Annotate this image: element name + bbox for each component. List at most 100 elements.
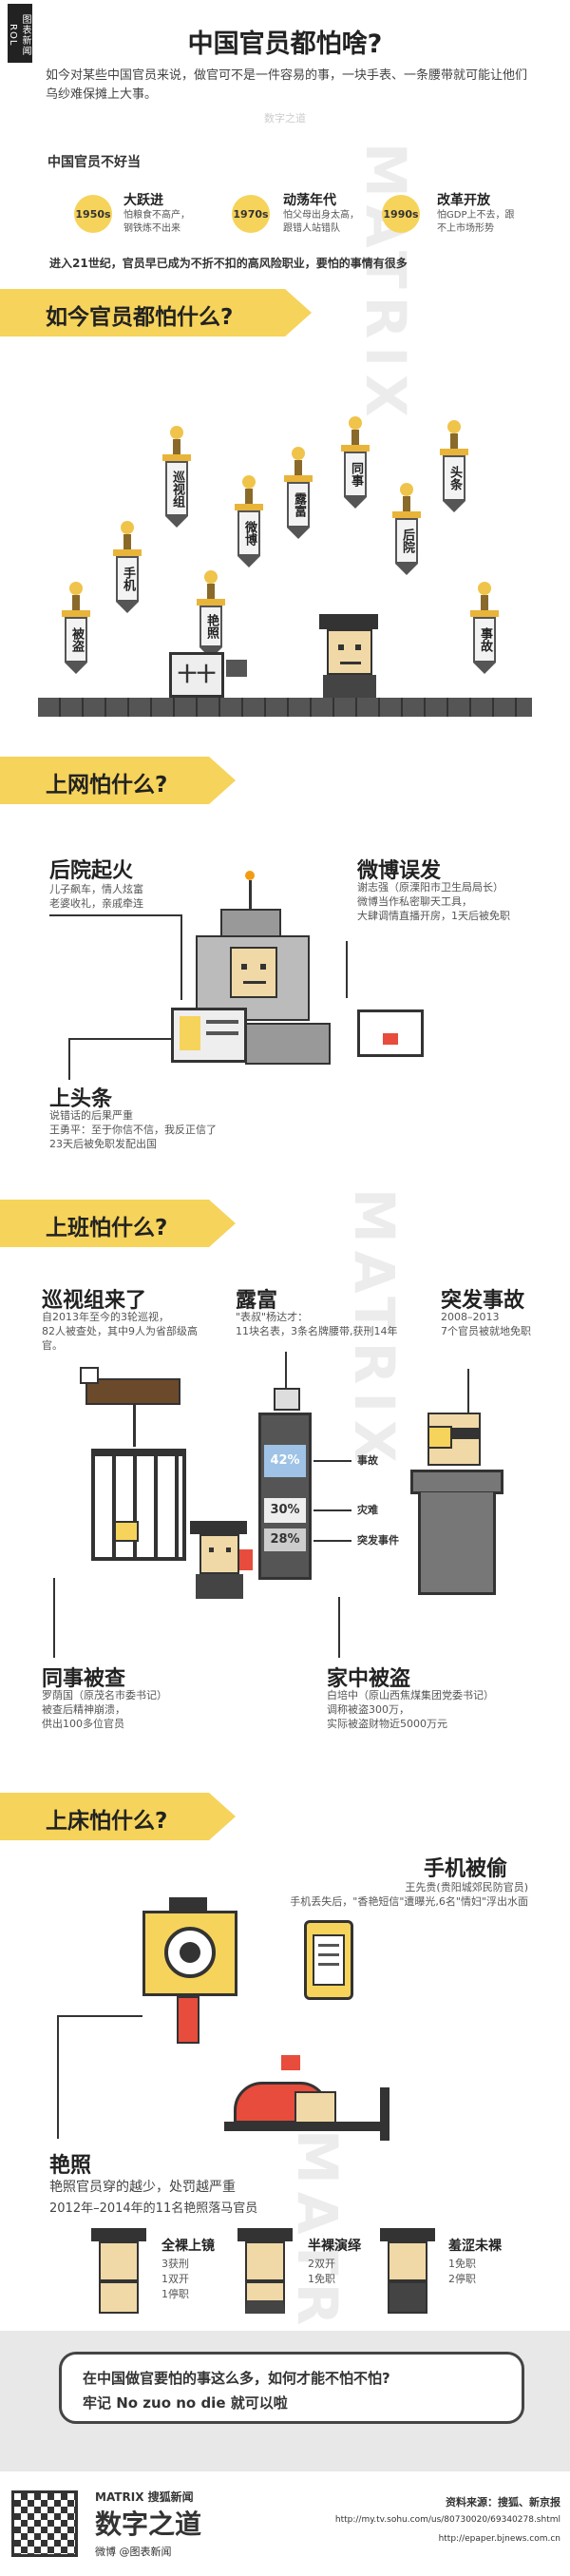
- official-body-half: [245, 2281, 285, 2314]
- sword-xunshizu: 巡视组: [162, 426, 192, 528]
- leader-tufa: [314, 1540, 352, 1542]
- official-face: [388, 2241, 428, 2281]
- item-phone-title: 手机被偷: [424, 1857, 508, 1881]
- sword-beidao: 被盗: [61, 582, 91, 674]
- laptop-icon: [171, 1008, 247, 1063]
- era-desc: 怕父母出身太高，跟错人站错队: [283, 210, 359, 234]
- fuse: [249, 880, 252, 909]
- chain: [133, 1405, 136, 1447]
- sources-label: 资料来源：搜狐、新京报: [446, 2496, 560, 2509]
- official-2-line: 1免职: [308, 2273, 335, 2285]
- section3-band: 上班怕什么?: [0, 1200, 209, 1247]
- crate-arm: [226, 660, 247, 677]
- official-body: [196, 1574, 243, 1599]
- era-desc: 怕粮食不高产，钢铁炼不出来: [124, 210, 190, 234]
- official-body: [323, 675, 376, 698]
- item-beidao-desc: 白培中（原山西焦煤集团党委书记） 调称被盗300万， 实际被盗财物近5000万元: [327, 1689, 494, 1730]
- item-weibo-title: 微博误发: [357, 859, 442, 883]
- item-toutiao-desc: 说错话的后果严重 王勇平：至于你信不信，我反正信了 23天后被免职发配出国: [49, 1109, 217, 1150]
- official-body-clothed: [388, 2281, 428, 2314]
- item-toutiao-title: 上头条: [49, 1087, 113, 1111]
- item-weibo-desc: 谢志强（原溧阳市卫生局局长） 微博当作私密聊天工具， 大肆调情直播开房，1天后被…: [357, 881, 510, 922]
- pipe-body: [418, 1492, 496, 1595]
- connector-toutiao: [68, 1038, 173, 1040]
- official-3-title: 羞涩未裸: [448, 2239, 502, 2254]
- era-desc: 怕GDP上不去，跟不上市场形势: [437, 210, 515, 234]
- item-beidao-title: 家中被盗: [327, 1667, 411, 1691]
- bed-headboard: [380, 2087, 390, 2141]
- camera-tongue-icon: [177, 1996, 200, 2044]
- watermark-matrix-1: MATRIX: [353, 143, 418, 425]
- connector-houyuan: [49, 914, 182, 916]
- section2-band: 上网怕什么?: [0, 757, 209, 804]
- era-title: 改革开放: [437, 193, 490, 208]
- item-phone-desc: 王先贵(贵阳城郊民防官员) 手机丢失后，"香艳短信"遭曝光,6名"情妇"浮出水面: [290, 1881, 528, 1908]
- official-1-line: 1双开: [162, 2273, 189, 2285]
- weibo-handle: 微博 @图表新闻: [95, 2546, 172, 2558]
- official-face: [327, 629, 372, 675]
- bed-frame: [224, 2122, 386, 2131]
- item-lufu-desc: "表叔"杨达才： 11块名表，3条名牌腰带,获刑14年: [236, 1311, 398, 1337]
- item-shigu-title: 突发事故: [441, 1289, 525, 1313]
- header-watermark: 数字之道: [264, 112, 306, 125]
- connector-tongshi: [53, 1578, 55, 1658]
- gauge-label-tufa: 突发事件: [357, 1534, 399, 1547]
- official-1-line: 3获刑: [162, 2258, 189, 2270]
- fuse-spark-icon: [245, 871, 255, 880]
- connector-photo: [57, 2015, 59, 2139]
- source-url-2[interactable]: http://epaper.bjnews.com.cn: [438, 2534, 560, 2544]
- era-circle-1970s: 1970s: [232, 195, 270, 233]
- official-hat: [380, 2228, 435, 2241]
- section4-title: 上床怕什么?: [46, 1809, 168, 1834]
- camera-icon: [142, 1911, 238, 1996]
- item-photo-title: 艳照: [49, 2154, 92, 2178]
- section1-band-tip: [285, 289, 312, 336]
- item-tongshi-title: 同事被查: [42, 1667, 126, 1691]
- item-tongshi-desc: 罗荫国（原茂名市委书记） 被查后精神崩溃， 供出100多位官员: [42, 1689, 167, 1730]
- heart-icon: [281, 2055, 300, 2070]
- gauge-28: 28%: [264, 1528, 306, 1551]
- tongue-icon: [239, 1549, 253, 1570]
- official-body-nude: [99, 2281, 139, 2314]
- item-photo-stat: 2012年–2014年的11名艳照落马官员: [49, 2201, 258, 2216]
- sword-shigu: 事故: [469, 582, 500, 674]
- cage-icon: [91, 1449, 186, 1561]
- connector-lufu: [285, 1352, 287, 1388]
- floor: [38, 698, 532, 717]
- official-hat: [319, 614, 378, 629]
- section3-band-tip: [209, 1200, 236, 1247]
- duck-icon: [114, 1521, 139, 1542]
- item-lufu-title: 露富: [236, 1289, 278, 1313]
- official-1-title: 全裸上镜: [162, 2239, 215, 2254]
- robot-top: [220, 909, 281, 937]
- connector-houyuan-v: [180, 914, 182, 1000]
- sword-weibo: 微博: [234, 475, 264, 567]
- era-circle-1950s: 1950s: [74, 195, 112, 233]
- official-3-line: 1免职: [448, 2258, 476, 2270]
- brand-main: 数字之道: [95, 2509, 202, 2540]
- sword-shouji: 手机: [112, 521, 142, 613]
- connector-weibo: [346, 941, 348, 998]
- gauge-30: 30%: [264, 1498, 306, 1523]
- section4-band: 上床怕什么?: [0, 1793, 209, 1840]
- bed-pillow: [294, 2091, 336, 2124]
- sword-lufu: 露富: [283, 447, 314, 539]
- eagle-head-icon: [80, 1367, 99, 1384]
- pipe-top: [410, 1470, 504, 1494]
- camera-top: [169, 1897, 207, 1913]
- connector-toutiao-v: [68, 1038, 70, 1080]
- section1-band: 如今官员都怕什么?: [0, 289, 285, 336]
- official-3-line: 2停职: [448, 2273, 476, 2285]
- robot-face: [230, 947, 277, 998]
- item-photo-desc: 艳照官员穿的越少，处罚越严重: [49, 2180, 236, 2195]
- sword-toutiao: 头条: [439, 420, 469, 512]
- section2-band-tip: [209, 757, 236, 804]
- qr-code-icon: [11, 2490, 78, 2557]
- official-2-title: 半裸演绎: [308, 2239, 361, 2254]
- official-face: [99, 2241, 139, 2281]
- item-houyuan-title: 后院起火: [49, 859, 134, 883]
- source-url-1[interactable]: http://my.tv.sohu.com/us/80730020/693402…: [334, 2515, 560, 2525]
- official-hat: [238, 2228, 293, 2241]
- item-xunshizu-title: 巡视组来了: [42, 1289, 147, 1313]
- crate-figure: 十十: [169, 652, 224, 698]
